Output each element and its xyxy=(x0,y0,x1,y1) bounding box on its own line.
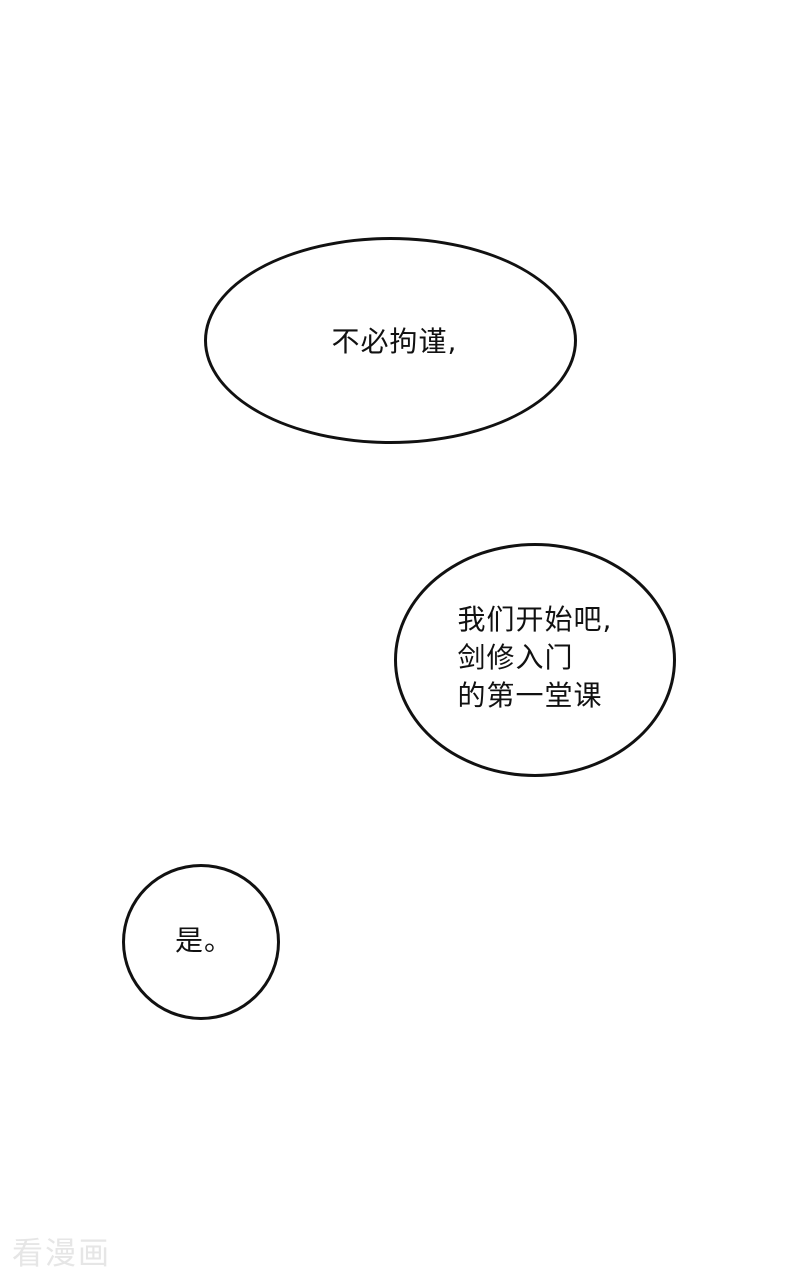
speech-bubble-2: 我们开始吧, 剑修入门 的第一堂课 xyxy=(394,543,676,777)
speech-bubble-3: 是。 xyxy=(122,864,280,1020)
speech-bubble-text: 是。 xyxy=(175,922,233,960)
speech-bubble-text: 不必拘谨, xyxy=(332,323,458,361)
speech-line: 不必拘谨, xyxy=(331,324,458,358)
speech-bubble-1: 不必拘谨, xyxy=(204,237,577,444)
speech-line: 剑修入门 xyxy=(457,641,574,674)
speech-line: 是。 xyxy=(174,924,233,957)
watermark-logo: 看漫画 xyxy=(12,1236,111,1272)
speech-line: 的第一堂课 xyxy=(457,679,603,712)
speech-bubble-text: 我们开始吧, 剑修入门 的第一堂课 xyxy=(458,601,613,715)
speech-line: 我们开始吧, xyxy=(457,603,613,636)
